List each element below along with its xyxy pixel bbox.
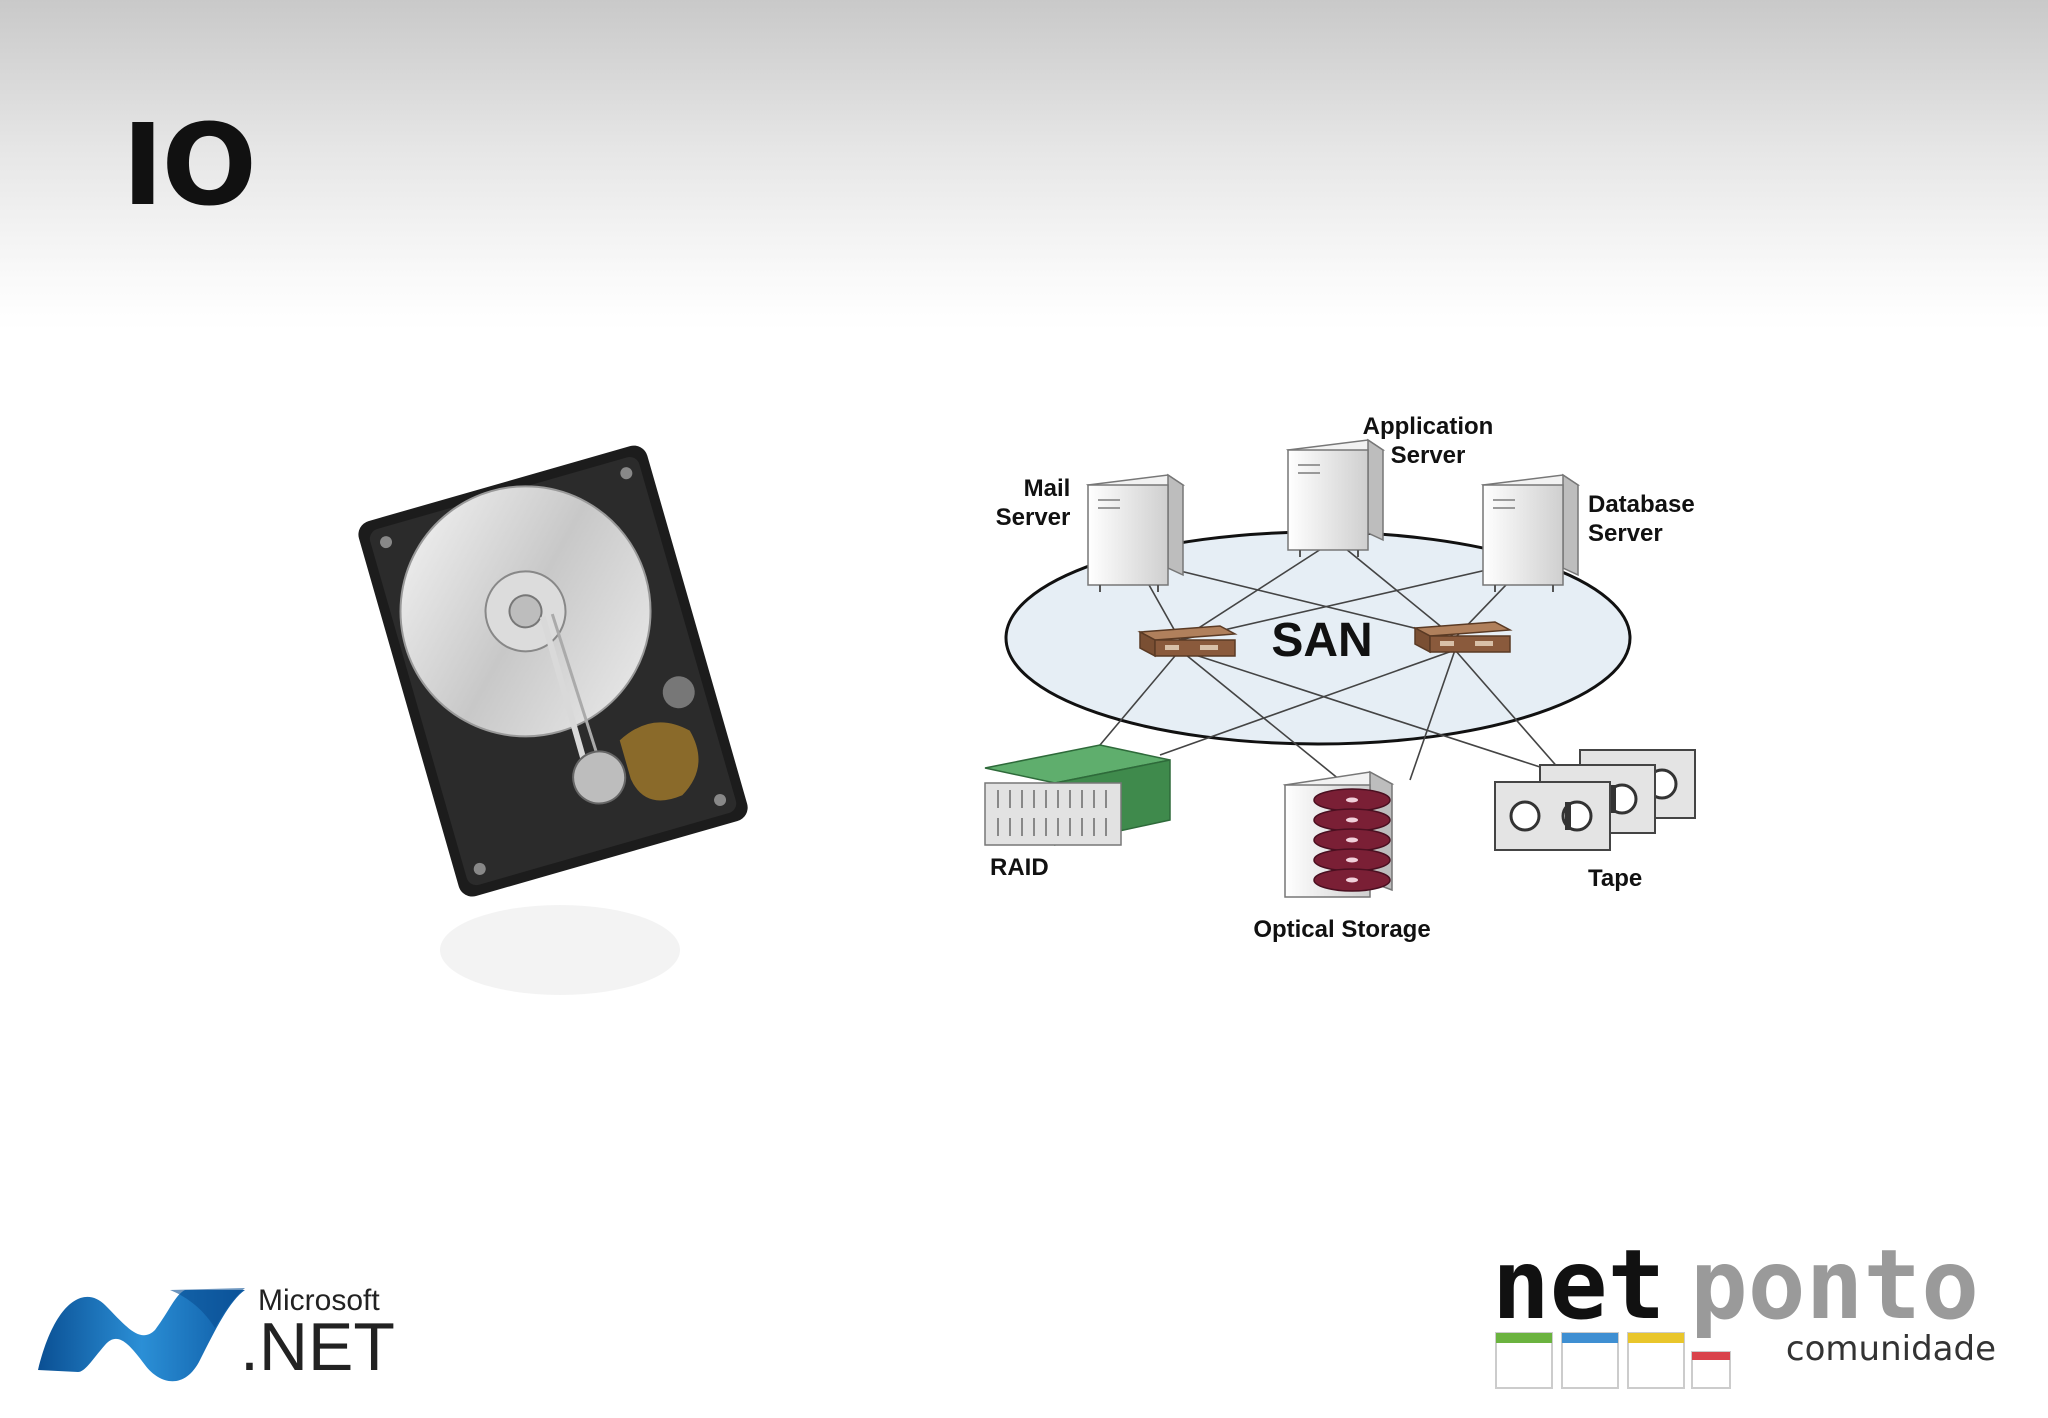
mail-server-label-2: Server (996, 504, 1071, 531)
database-server-label-2: Server (1588, 520, 1663, 547)
database-server-label-1: Database (1588, 491, 1695, 518)
header-band (0, 0, 2048, 330)
netponto-blocks (1495, 1332, 1731, 1389)
slide-title: IO (122, 101, 257, 231)
san-connections (1099, 539, 1581, 781)
optical-storage-icon (1282, 770, 1395, 898)
netponto-comunidade-text: comunidade (1786, 1329, 1996, 1369)
tape-label: Tape (1588, 865, 1642, 892)
raid-icon (984, 744, 1171, 846)
netponto-logo: net ponto comunidade (1492, 1229, 1996, 1389)
dotnet-text: .NET (240, 1309, 395, 1385)
application-server-icon (1285, 438, 1386, 557)
mail-server-icon (1085, 473, 1186, 592)
hard-disk-image (358, 445, 748, 995)
tape-icon (1494, 749, 1696, 851)
mail-server-label-1: Mail (1024, 475, 1071, 502)
dotnet-logo: Microsoft .NET (38, 1284, 395, 1385)
switch-right-icon (1412, 621, 1513, 654)
switch-left-icon (1137, 625, 1238, 658)
application-server-label-2: Server (1391, 442, 1466, 469)
san-diagram: SAN Mail Server Application Server Datab… (984, 413, 1696, 943)
raid-label: RAID (990, 854, 1049, 881)
netponto-net-text: net (1492, 1229, 1665, 1341)
database-server-icon (1480, 473, 1581, 592)
application-server-label-1: Application (1363, 413, 1494, 440)
netponto-ponto-text: ponto (1690, 1229, 1979, 1341)
san-label: SAN (1271, 614, 1372, 667)
optical-storage-label: Optical Storage (1253, 916, 1430, 943)
microsoft-text: Microsoft (258, 1284, 380, 1317)
